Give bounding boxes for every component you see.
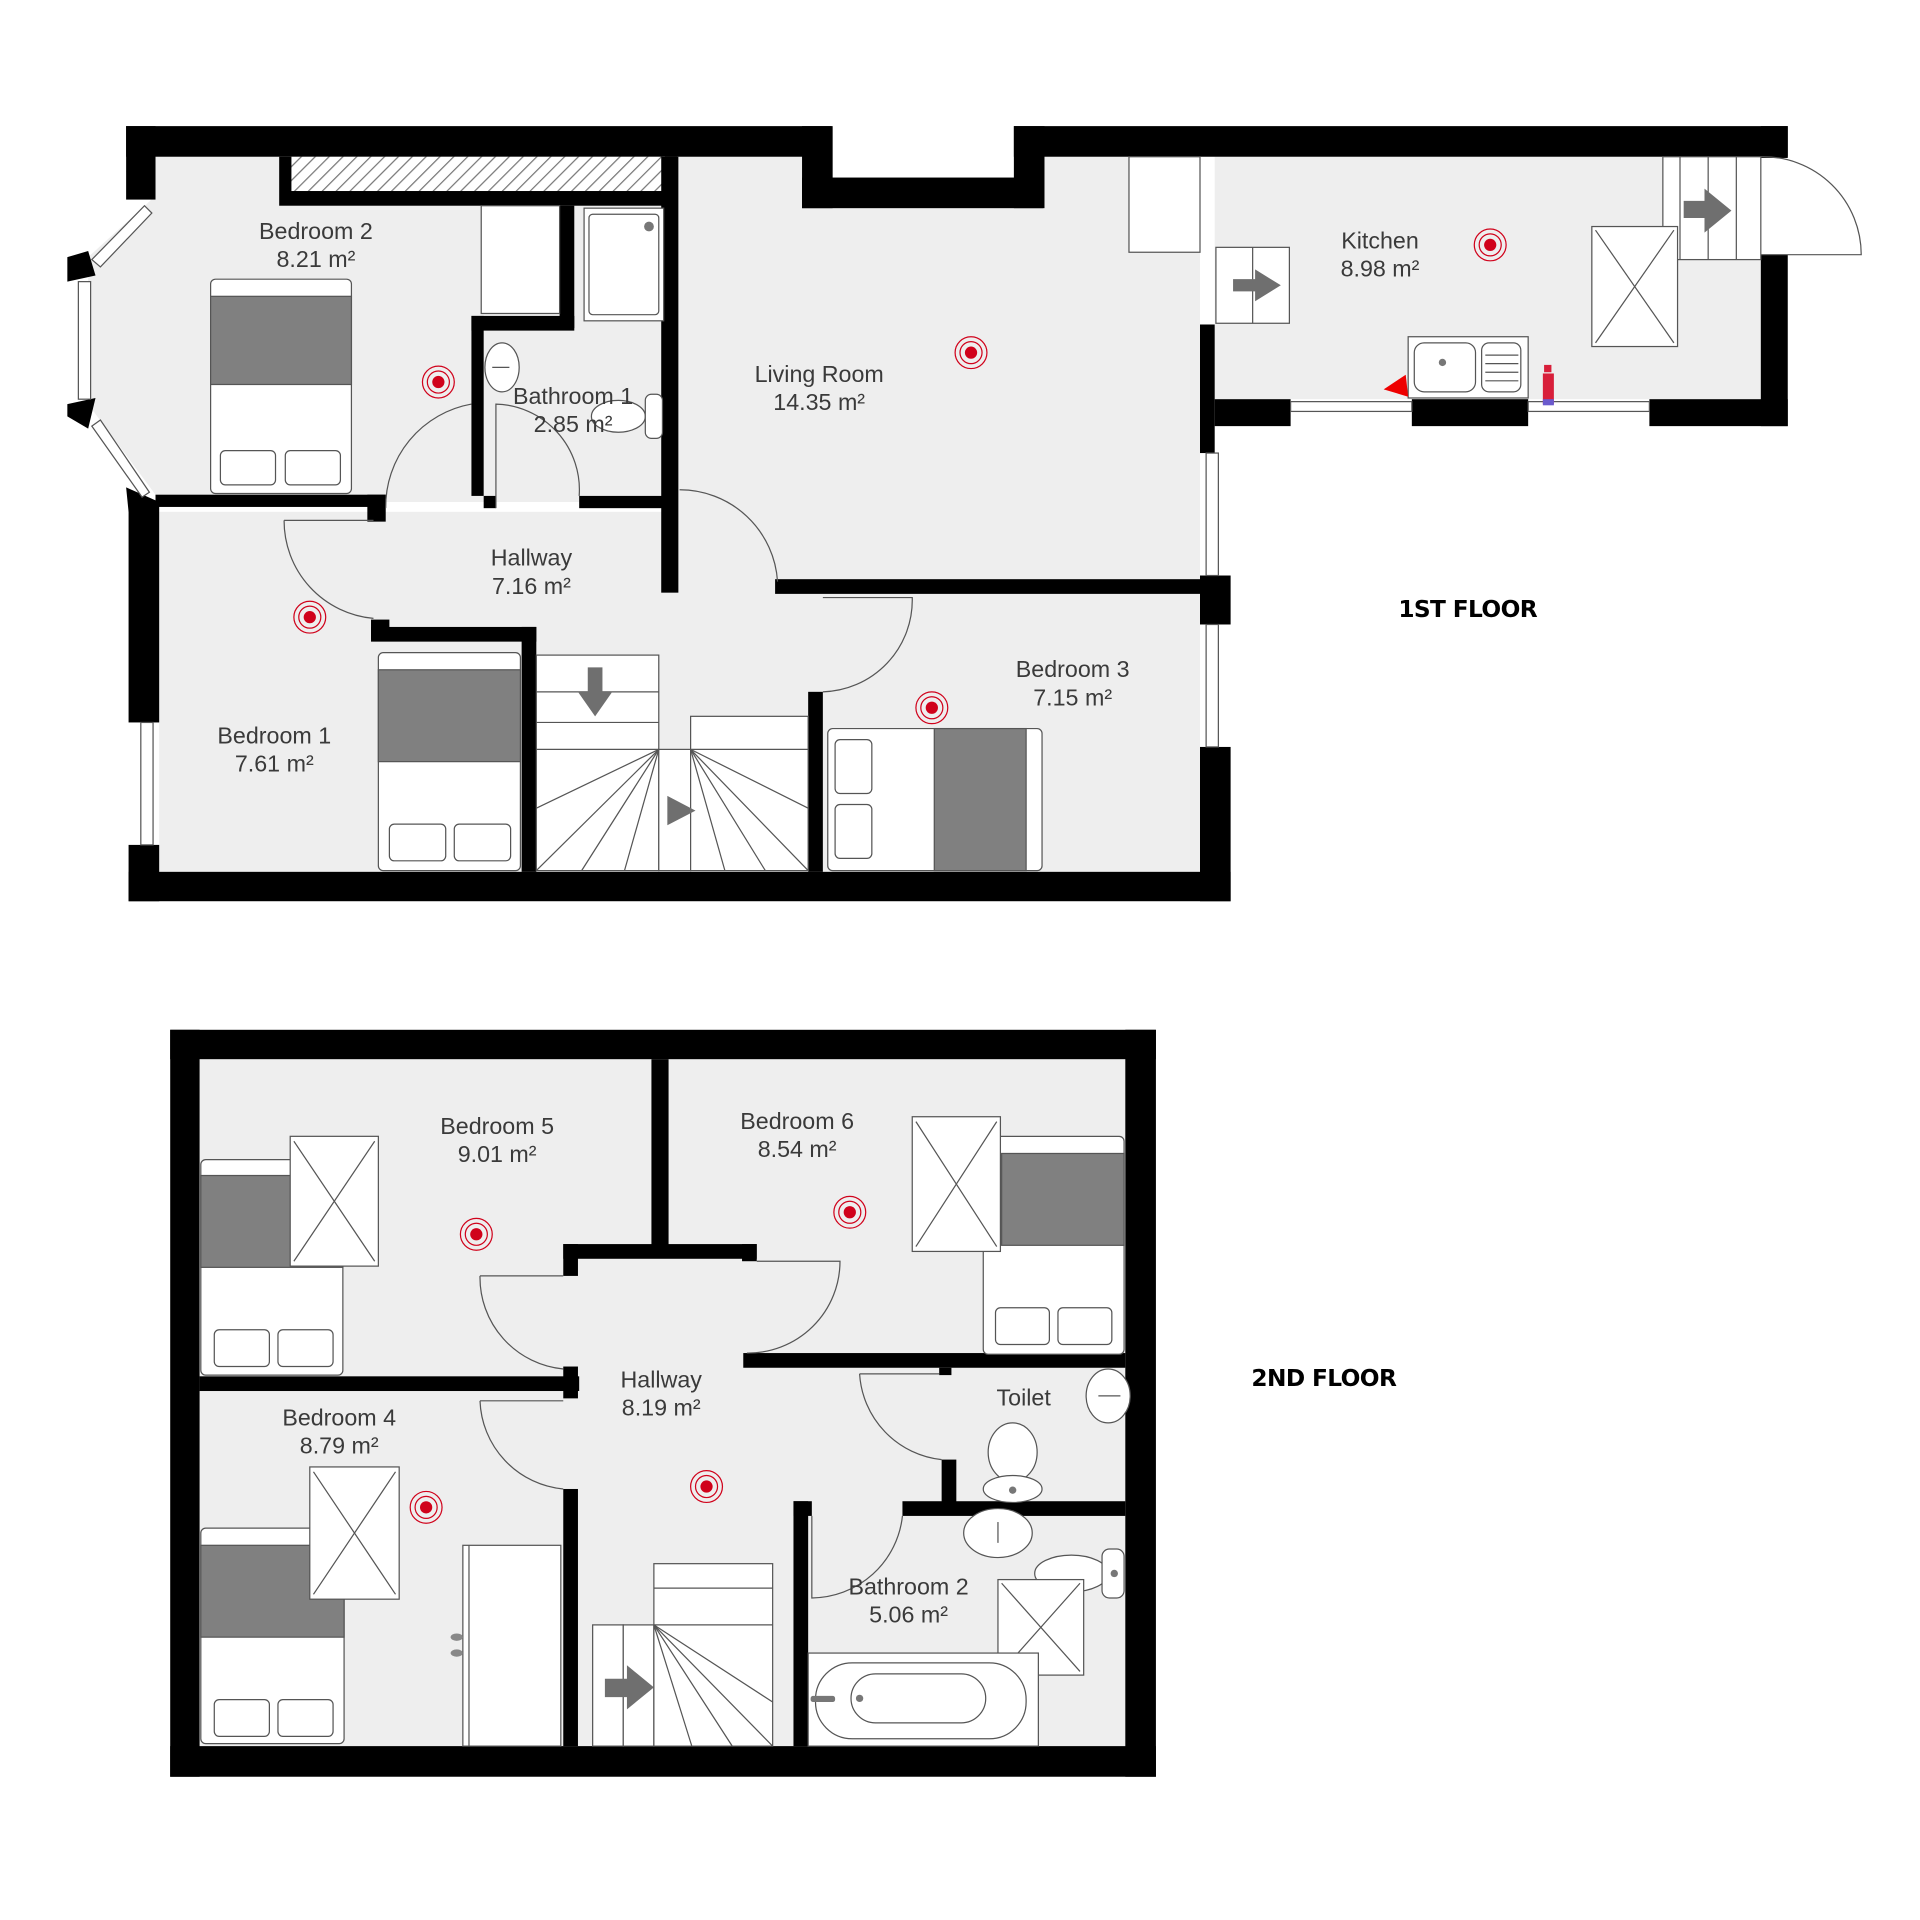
svg-text:7.15 m²: 7.15 m² — [1033, 684, 1112, 710]
target-marker-icon — [421, 365, 455, 399]
svg-text:8.19 m²: 8.19 m² — [622, 1395, 701, 1421]
arrow-icon — [604, 1665, 654, 1710]
bathroom-1-bath — [583, 207, 665, 322]
arrow-icon — [1233, 269, 1281, 302]
bedroom-6-bed — [982, 1135, 1125, 1355]
bedroom-3-bed — [827, 727, 1043, 872]
room-label-bedroom-1: Bedroom 1 7.61 m² — [217, 722, 331, 776]
bedroom-6-wardrobe — [911, 1116, 1002, 1253]
toilet-sink — [1085, 1368, 1131, 1424]
arrow-icon — [667, 795, 696, 826]
fire-extinguisher-icon — [1542, 364, 1554, 406]
target-marker-icon — [954, 336, 988, 370]
svg-text:Bathroom 2: Bathroom 2 — [848, 1573, 968, 1599]
svg-text:Toilet: Toilet — [997, 1385, 1052, 1411]
svg-text:Living Room: Living Room — [755, 361, 884, 387]
kitchen-appliance — [1591, 225, 1679, 348]
target-marker-icon — [459, 1217, 493, 1251]
target-marker-icon — [915, 691, 949, 725]
room-label-bedroom-3: Bedroom 3 7.15 m² — [1016, 656, 1130, 710]
walls-second-floor — [170, 1029, 1156, 1777]
second-floor: Bedroom 5 9.01 m² Bedroom 6 8.54 m² Hall… — [170, 1029, 1398, 1777]
room-label-bathroom-2: Bathroom 2 5.06 m² — [848, 1573, 968, 1627]
target-marker-icon — [409, 1490, 443, 1524]
bathroom-1-toilet — [590, 393, 664, 439]
arrow-icon — [1683, 188, 1732, 233]
svg-text:Bedroom 3: Bedroom 3 — [1016, 656, 1130, 682]
room-label-hallway-2: Hallway 8.19 m² — [621, 1366, 703, 1420]
windows-first-floor — [77, 204, 1650, 846]
svg-text:7.16 m²: 7.16 m² — [492, 573, 571, 599]
svg-text:8.98 m²: 8.98 m² — [1341, 256, 1420, 282]
svg-text:Bedroom 6: Bedroom 6 — [740, 1108, 854, 1134]
room-label-kitchen: Kitchen 8.98 m² — [1341, 228, 1420, 282]
target-marker-icon — [293, 600, 327, 634]
room-label-toilet: Toilet — [997, 1385, 1052, 1411]
floor-label-second: 2ND FLOOR — [1251, 1365, 1397, 1392]
svg-text:8.79 m²: 8.79 m² — [300, 1432, 379, 1458]
room-label-bedroom-4: Bedroom 4 8.79 m² — [282, 1404, 396, 1458]
bedroom-1-bed — [377, 652, 522, 872]
target-marker-icon — [689, 1470, 724, 1504]
svg-text:Bedroom 1: Bedroom 1 — [217, 722, 331, 748]
doors-second-floor — [479, 1260, 942, 1599]
bedroom-4-bed — [200, 1527, 345, 1745]
doors-first-floor — [283, 156, 1862, 693]
first-floor: Bedroom 2 8.21 m² Bathroom 1 2.85 m² Liv… — [67, 126, 1862, 902]
svg-text:Hallway: Hallway — [491, 545, 573, 571]
floor-label-first: 1ST FLOOR — [1398, 596, 1537, 623]
stairs-kitchen-right — [1662, 156, 1762, 261]
bedroom-2-bed — [210, 278, 353, 495]
svg-text:5.06 m²: 5.06 m² — [869, 1601, 948, 1627]
wardrobe — [480, 205, 561, 315]
svg-text:Bathroom 1: Bathroom 1 — [513, 383, 633, 409]
walls-first-floor — [67, 126, 1788, 902]
room-label-living-room: Living Room 14.35 m² — [755, 361, 884, 415]
svg-text:Bedroom 2: Bedroom 2 — [259, 218, 373, 244]
bathroom-2-sink — [963, 1507, 1033, 1559]
toilet-fixture — [982, 1422, 1043, 1504]
svg-text:Bedroom 5: Bedroom 5 — [440, 1113, 554, 1139]
room-label-bathroom-1: Bathroom 1 2.85 m² — [513, 383, 633, 437]
fire-blanket-icon — [1383, 374, 1409, 397]
svg-text:7.61 m²: 7.61 m² — [235, 750, 314, 776]
bathroom-1-sink — [484, 342, 520, 393]
stairs-kitchen-left — [1215, 246, 1290, 324]
svg-text:9.01 m²: 9.01 m² — [458, 1141, 537, 1167]
room-label-hallway-1: Hallway 7.16 m² — [491, 545, 573, 599]
bedroom-4-wardrobe — [309, 1466, 400, 1600]
room-label-bedroom-6: Bedroom 6 8.54 m² — [740, 1108, 854, 1162]
svg-text:Hallway: Hallway — [621, 1366, 703, 1392]
kitchen-sink — [1407, 336, 1529, 399]
target-marker-icon — [1473, 228, 1507, 262]
bathroom-2-bathtub — [807, 1652, 1039, 1747]
hatched-area — [291, 156, 665, 192]
stairs-second-floor — [592, 1563, 774, 1747]
svg-text:8.54 m²: 8.54 m² — [758, 1136, 837, 1162]
svg-text:2.85 m²: 2.85 m² — [534, 411, 613, 437]
svg-text:Bedroom 4: Bedroom 4 — [282, 1404, 396, 1430]
room-label-bedroom-2: Bedroom 2 8.21 m² — [259, 218, 373, 272]
bedroom-5-wardrobe — [289, 1135, 379, 1267]
bedroom-4-closet — [450, 1544, 562, 1747]
svg-text:Kitchen: Kitchen — [1341, 228, 1419, 254]
svg-text:14.35 m²: 14.35 m² — [773, 389, 865, 415]
counter — [1128, 156, 1201, 253]
target-marker-icon — [833, 1195, 867, 1229]
svg-text:8.21 m²: 8.21 m² — [277, 246, 356, 272]
stairs-first-floor — [535, 654, 809, 872]
room-label-bedroom-5: Bedroom 5 9.01 m² — [440, 1113, 554, 1167]
